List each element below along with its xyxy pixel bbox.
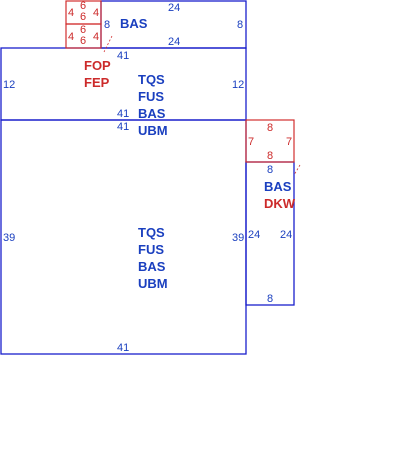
porch-code-1: FOP [84,58,111,73]
top-box-code: BAS [120,16,148,31]
deck-bottom-label: 8 [267,150,273,162]
side-top-label: 8 [267,164,273,176]
porch-left-label: 12 [3,79,15,91]
porch-top-label: 41 [117,50,129,62]
sq-upper-right-label: 4 [93,7,99,19]
upper-code-3: BAS [138,106,166,121]
upper-code-4: UBM [138,123,168,138]
side-leader [293,164,301,176]
top-box-width-bottom: 24 [168,36,180,48]
main-outline [0,119,247,355]
deck-outline [245,119,295,163]
sq-upper-mid-bottom-label: 6 [80,11,86,23]
sq-lower-mid-bottom-label: 6 [80,35,86,47]
side-right-label: 24 [280,229,292,241]
top-box-width-top: 24 [168,2,180,14]
porch-right-label: 12 [232,79,244,91]
side-code-1: BAS [264,179,292,194]
top-box-height-right: 8 [237,19,243,31]
sq-lower-left-label: 4 [68,31,74,43]
main-right-label: 39 [232,232,244,244]
main-left-label: 39 [3,232,15,244]
porch-code-2: FEP [84,75,110,90]
sq-lower-mid-top-label: 6 [80,24,86,36]
deck-right-label: 7 [286,136,292,148]
sq-upper-left-label: 4 [68,7,74,19]
porch-bottom-label: 41 [117,108,129,120]
sq-lower-right-label: 4 [93,31,99,43]
side-left-label: 24 [248,229,260,241]
deck-top-label: 8 [267,122,273,134]
side-code-2: DKW [264,196,296,211]
side-bottom-label: 8 [267,293,273,305]
main-code-4: UBM [138,276,168,291]
main-code-3: BAS [138,259,166,274]
small-square-lower [65,23,102,49]
main-code-2: FUS [138,242,164,257]
top-box-height-left: 8 [104,19,110,31]
main-code-1: TQS [138,225,165,240]
small-square-leader [103,35,113,53]
upper-code-2: FUS [138,89,164,104]
main-bottom-label: 41 [117,342,129,354]
sq-upper-mid-top-label: 6 [80,0,86,12]
main-top-label: 41 [117,121,129,133]
deck-left-label: 7 [248,136,254,148]
upper-code-1: TQS [138,72,165,87]
